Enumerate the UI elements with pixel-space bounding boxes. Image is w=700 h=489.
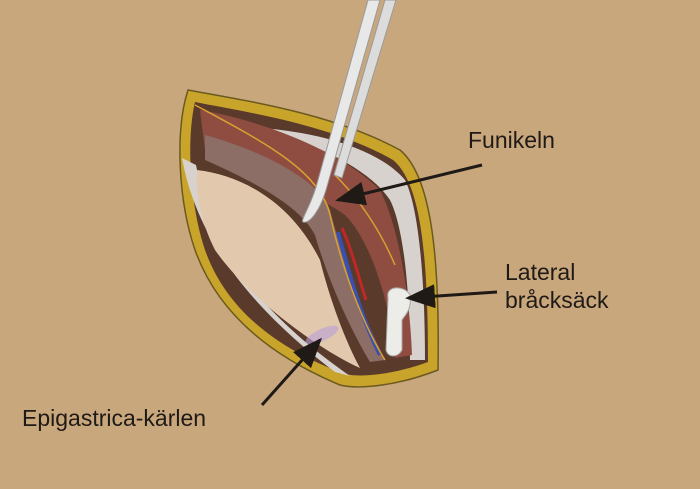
vein [336,231,382,356]
muscle-band [200,110,412,358]
label-funikeln: Funikeln [468,127,555,153]
label-lateral: Lateral [505,259,576,285]
forceps[interactable] [302,0,397,223]
lateral-hernia-sac [385,287,411,357]
label-epigastrica: Epigastrica-kärlen [22,405,207,431]
fascia-right [260,128,425,360]
arrow-epigastrica [260,337,322,406]
artery [340,227,368,301]
nerve [194,104,386,361]
transversalis-floor [196,170,360,368]
spermatic-cord [205,135,385,362]
arrow-lateral [405,284,498,309]
arrow-funikeln [335,163,483,206]
label-bracksack: bråcksäck [505,287,609,313]
